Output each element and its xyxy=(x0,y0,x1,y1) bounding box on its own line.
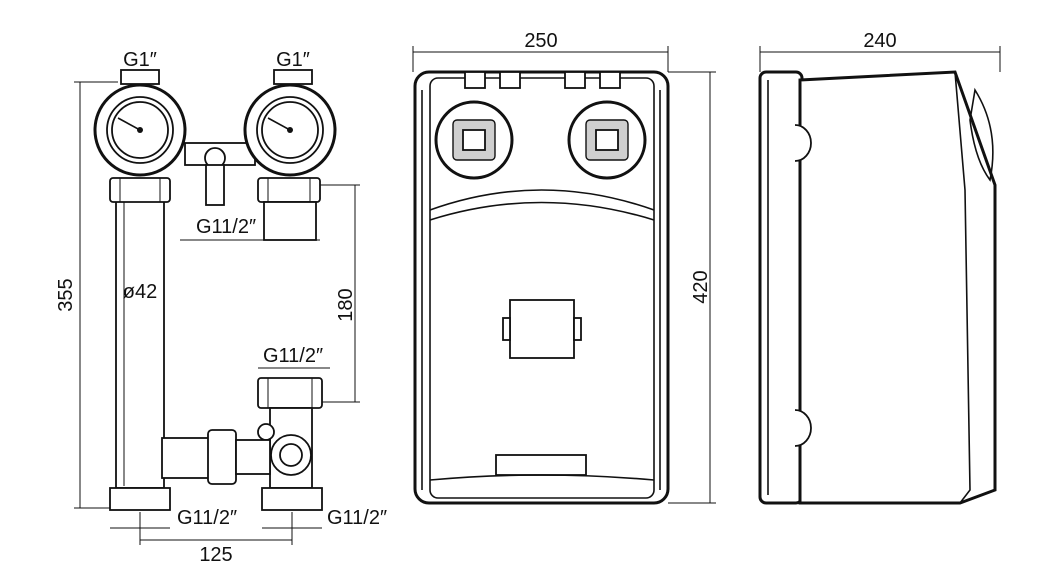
pipe-diameter-label: ø42 xyxy=(123,281,157,303)
front-width-dimension-label: 250 xyxy=(524,30,557,52)
front-view-drawing: 250 420 xyxy=(412,30,716,505)
front-height-dimension-label: 420 xyxy=(690,270,712,303)
side-depth-dimension-label: 240 xyxy=(863,30,896,52)
top-left-connection-label: G1″ xyxy=(123,49,157,71)
center-distance-dimension-label: 125 xyxy=(199,544,232,566)
lower-right-top-connection-label: G11/2″ xyxy=(263,345,323,367)
enclosure-front xyxy=(413,70,670,505)
top-right-connection-label: G1″ xyxy=(276,49,310,71)
bottom-right-connection-label: G11/2″ xyxy=(327,507,387,529)
side-outlet-connection-label: G11/2″ xyxy=(196,216,256,238)
height-dimension-label: 355 xyxy=(55,278,77,311)
pump-group-drawing: 355 ø42 G1″ G1″ G11/2″ xyxy=(55,49,387,566)
side-view-drawing: 240 xyxy=(758,30,1001,505)
enclosure-side xyxy=(798,70,997,505)
bottom-left-connection-label: G11/2″ xyxy=(177,507,237,529)
vertical-pipe xyxy=(115,197,165,489)
port-spacing-dimension-label: 180 xyxy=(335,288,357,321)
